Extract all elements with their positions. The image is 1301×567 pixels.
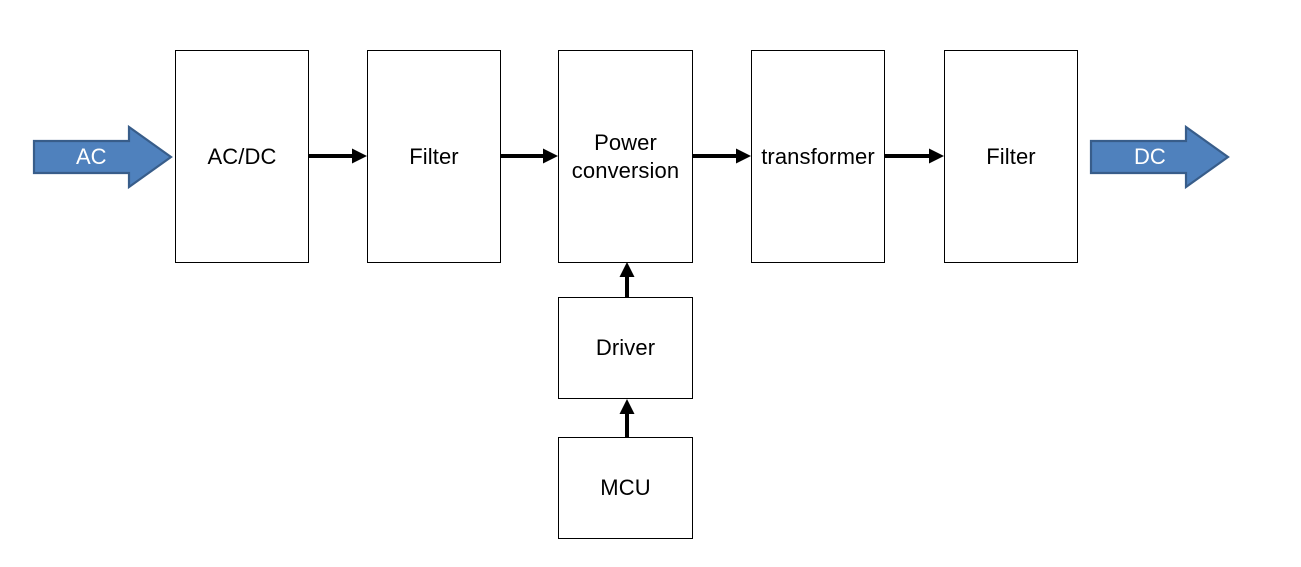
block-label-filter-2: Filter xyxy=(986,143,1036,169)
block-label-transformer: transformer xyxy=(761,143,875,169)
connector-acdc-to-filter1 xyxy=(309,145,367,167)
block-transformer[interactable]: transformer xyxy=(751,50,885,263)
block-label-acdc: AC/DC xyxy=(207,143,277,169)
connector-power-conversion-to-transformer xyxy=(693,145,751,167)
block-filter-2[interactable]: Filter xyxy=(944,50,1078,263)
block-acdc[interactable]: AC/DC xyxy=(175,50,309,263)
block-label-power-conversion: Power conversion xyxy=(571,129,680,183)
block-power-conversion[interactable]: Power conversion xyxy=(558,50,693,263)
connector-mcu-to-driver xyxy=(616,399,638,438)
block-filter-1[interactable]: Filter xyxy=(367,50,501,263)
blue-arrow-ac-input[interactable] xyxy=(32,124,173,190)
connector-transformer-to-filter2 xyxy=(885,145,944,167)
block-driver[interactable]: Driver xyxy=(558,297,693,399)
connector-filter1-to-power-conversion xyxy=(501,145,558,167)
connector-driver-to-power-conversion xyxy=(616,262,638,298)
block-label-driver: Driver xyxy=(595,335,656,360)
block-mcu[interactable]: MCU xyxy=(558,437,693,539)
block-label-mcu: MCU xyxy=(600,475,651,500)
blue-arrow-dc-output[interactable] xyxy=(1089,124,1230,190)
block-label-filter-1: Filter xyxy=(409,143,459,169)
